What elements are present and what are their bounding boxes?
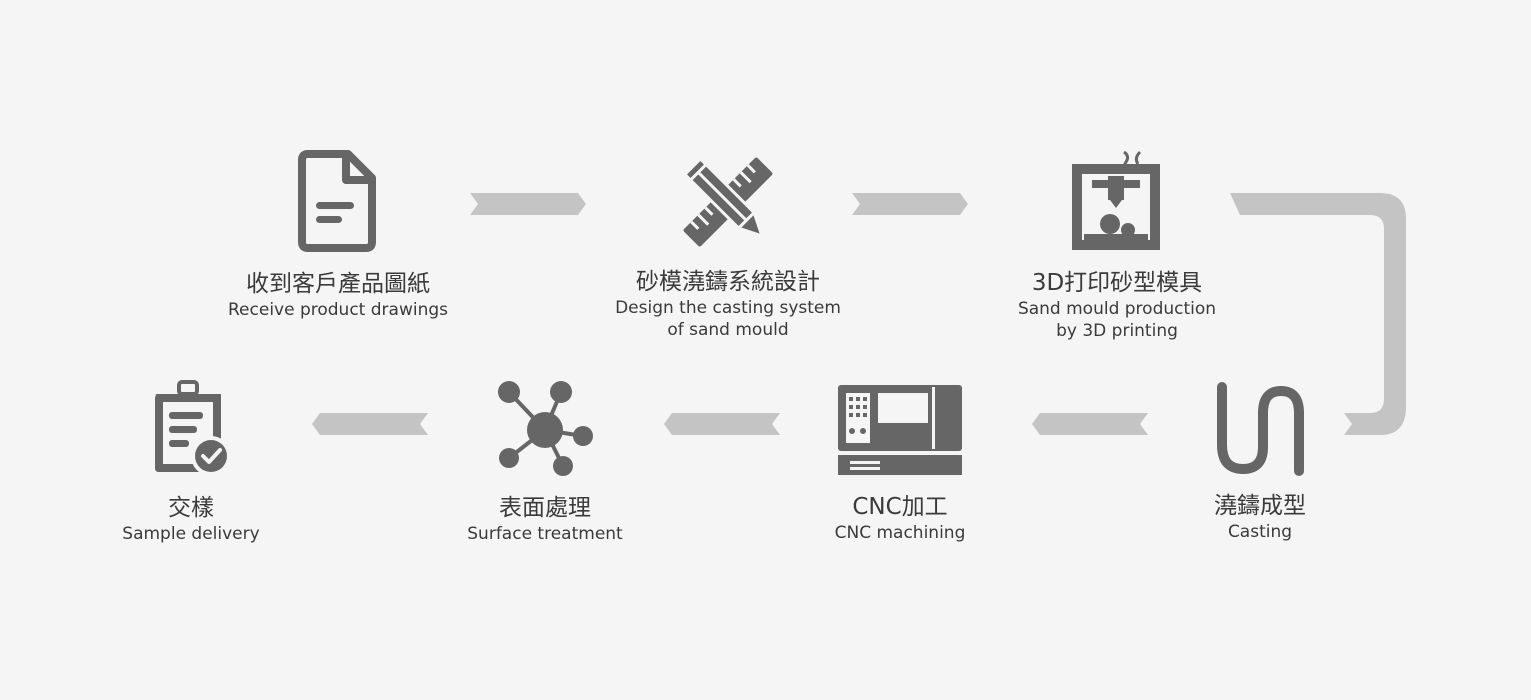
step-cnc-machining: CNC加工 CNC machining — [762, 383, 1038, 544]
step-title-zh: 收到客戶產品圖紙 — [246, 271, 430, 297]
step-title-en: Sample delivery — [122, 524, 260, 544]
step-title-en: CNC machining — [834, 523, 966, 543]
clipboard-check-icon — [155, 380, 231, 476]
3d-printer-icon — [1072, 150, 1160, 250]
step-surface-treatment: 表面處理 Surface treatment — [407, 380, 683, 545]
step-title-zh: 表面處理 — [499, 495, 591, 521]
arrow-left-2 — [664, 413, 780, 435]
document-icon — [298, 150, 376, 252]
step-title-zh: 交樣 — [168, 495, 214, 521]
step-title-en: Receive product drawings — [228, 300, 448, 320]
arrow-connector-down — [1230, 193, 1406, 435]
step-title-en: Design the casting system — [615, 298, 841, 318]
step-title-en-line2: of sand mould — [667, 320, 789, 340]
step-title-zh: 澆鑄成型 — [1214, 493, 1306, 519]
step-title-zh: CNC加工 — [852, 494, 948, 520]
step-sample-delivery: 交樣 Sample delivery — [91, 380, 291, 545]
arrow-left-3 — [312, 413, 428, 435]
step-design-casting-system: 砂模澆鑄系統設計 Design the casting system of sa… — [590, 152, 866, 341]
step-casting: 澆鑄成型 Casting — [1160, 382, 1360, 543]
pencil-ruler-icon — [683, 157, 773, 247]
step-title-zh: 3D打印砂型模具 — [1031, 270, 1203, 296]
molecule-icon — [498, 381, 593, 476]
cnc-machine-icon — [838, 385, 962, 475]
arrow-right-2 — [852, 193, 968, 215]
step-3d-printing: 3D打印砂型模具 Sand mould production by 3D pri… — [979, 150, 1255, 342]
step-title-en: Surface treatment — [467, 524, 623, 544]
arrow-right-1 — [470, 193, 586, 215]
step-title-en-line2: by 3D printing — [1056, 321, 1178, 341]
step-receive-drawings: 收到客戶產品圖紙 Receive product drawings — [200, 150, 476, 321]
step-title-en: Casting — [1227, 522, 1293, 542]
step-title-zh: 砂模澆鑄系統設計 — [636, 269, 820, 295]
step-title-en: Sand mould production — [1017, 299, 1217, 319]
wave-icon — [1217, 382, 1304, 476]
arrow-left-1 — [1032, 413, 1148, 435]
